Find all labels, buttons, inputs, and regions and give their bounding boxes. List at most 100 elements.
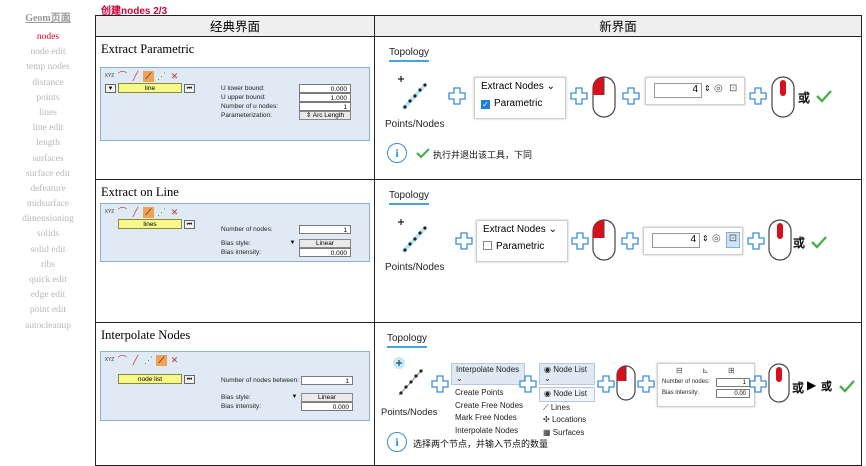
entity-selector[interactable]: lines xyxy=(118,219,182,229)
extract-nodes-dropdown[interactable]: Extract Nodes ⌄ xyxy=(477,221,567,238)
nodes-count-input[interactable]: 1 xyxy=(716,378,750,387)
nodes-between-input[interactable]: 1 xyxy=(301,376,353,385)
sidebar-item-quick-edit[interactable]: quick edit xyxy=(29,275,67,285)
parametric-checkbox[interactable]: ✓Parametric xyxy=(475,95,565,112)
points-nodes-icon[interactable] xyxy=(393,71,433,115)
number-of-nodes-input[interactable]: 1 xyxy=(299,225,351,234)
sidebar-item-solids[interactable]: solids xyxy=(36,229,60,240)
bias-intensity-input[interactable]: 0.00 xyxy=(716,389,750,398)
sidebar-item-node-edit[interactable]: node edit xyxy=(30,47,66,58)
line-tool-icon[interactable]: ⌒ xyxy=(117,355,127,365)
bias-intensity-input[interactable]: 0.000 xyxy=(301,402,353,411)
dropdown-arrow[interactable]: ▼ xyxy=(289,240,296,246)
interpolate-nodes-dropdown[interactable]: Interpolate Nodes ⌄ xyxy=(451,363,525,385)
checkbox-label: Parametric xyxy=(496,241,545,252)
menu-item-create-points[interactable]: Create Points xyxy=(455,388,504,397)
arc-tool-icon[interactable]: ╱ xyxy=(132,207,139,217)
sidebar-item-surface-edit[interactable]: surface edit xyxy=(25,168,71,179)
selector-header-label: Node List xyxy=(553,365,587,374)
sidebar-item-line-edit[interactable]: line edit xyxy=(32,123,64,134)
reset-icon[interactable]: ⏮ xyxy=(184,84,195,93)
entity-selector[interactable]: line xyxy=(118,83,182,93)
bias-intensity-input[interactable]: 0.000 xyxy=(299,248,351,257)
extract-nodes-dropdown[interactable]: Extract Nodes ⌄ xyxy=(475,78,565,95)
bias-linear-icon[interactable]: ⊟ xyxy=(676,366,683,375)
tab-topology[interactable]: Topology xyxy=(389,190,430,205)
selected-tool-icon[interactable]: ⟋ xyxy=(143,71,154,82)
parameterization-button[interactable]: ⇕ Arc Length xyxy=(299,111,351,120)
dropdown-arrow[interactable]: ▼ xyxy=(105,84,116,93)
options-icon[interactable]: ⊡ xyxy=(729,83,738,94)
dotted-line-icon[interactable]: ⋰ xyxy=(144,355,153,365)
points-nodes-icon[interactable] xyxy=(389,355,429,399)
bias-exp-icon[interactable]: ⊞ xyxy=(728,366,735,375)
sidebar-item-distance[interactable]: distance xyxy=(32,77,64,88)
sidebar-item-dimensioning[interactable]: dimensioning xyxy=(22,214,74,225)
run-icon[interactable]: ▶ xyxy=(807,378,817,392)
node-list-dropdown[interactable]: ◉ Node List ⌄ xyxy=(539,363,595,385)
checkbox-unchecked-icon xyxy=(483,241,492,250)
menu-item-create-free-nodes[interactable]: Create Free Nodes xyxy=(455,400,524,410)
menu-item-mark-free-nodes[interactable]: Mark Free Nodes xyxy=(455,413,517,422)
bias-style-button[interactable]: Linear xyxy=(299,239,351,248)
selector-item-lines[interactable]: ⟋ Lines xyxy=(543,402,570,412)
sidebar-item-length[interactable]: length xyxy=(36,138,60,149)
menu-item-interpolate-nodes[interactable]: Interpolate Nodes xyxy=(455,425,519,435)
bias-style-button[interactable]: Linear xyxy=(301,393,353,402)
node-count-input[interactable]: 4 xyxy=(652,233,700,248)
u-lower-input[interactable]: 0.000 xyxy=(299,84,351,93)
sidebar-item-points[interactable]: points xyxy=(36,92,60,103)
points-nodes-icon[interactable] xyxy=(393,214,433,258)
xyz-icon[interactable]: XYZ xyxy=(104,209,115,215)
delete-icon[interactable]: ✕ xyxy=(170,71,179,81)
sidebar-item-solid-edit[interactable]: solid edit xyxy=(30,244,66,255)
selected-tool-icon[interactable]: ⟋ xyxy=(143,207,154,218)
check-icon[interactable] xyxy=(815,89,833,103)
check-icon[interactable] xyxy=(810,235,828,249)
bias-icon[interactable]: ◎ xyxy=(714,83,723,94)
column-header-new: 新界面 xyxy=(374,15,862,37)
reset-icon[interactable]: ⏮ xyxy=(184,375,195,384)
tab-topology[interactable]: Topology xyxy=(389,47,430,62)
comparison-table: 经典界面 新界面 Extract Parametric XYZ ⌒ ╱ ⟋ ⋰ … xyxy=(95,15,862,466)
sidebar-item-lines[interactable]: lines xyxy=(39,107,57,118)
stepper-icon[interactable]: ⇕ xyxy=(702,234,709,243)
sidebar-item-nodes[interactable]: nodes xyxy=(36,32,60,42)
dotted-line-icon[interactable]: ⋰ xyxy=(157,207,166,217)
delete-icon[interactable]: ✕ xyxy=(170,207,179,217)
sidebar-item-temp-nodes[interactable]: temp nodes xyxy=(26,62,70,73)
selector-item-locations[interactable]: ✣ Locations xyxy=(543,415,587,424)
arc-tool-icon[interactable]: ╱ xyxy=(132,355,139,365)
line-tool-icon[interactable]: ⌒ xyxy=(117,207,127,217)
xyz-icon[interactable]: XYZ xyxy=(104,357,115,363)
sidebar-item-surfaces[interactable]: surfaces xyxy=(32,153,64,164)
selected-tool-icon[interactable]: ⟋ xyxy=(156,355,167,366)
line-tool-icon[interactable]: ⌒ xyxy=(117,71,127,81)
check-icon[interactable] xyxy=(838,379,856,393)
sidebar-item-autocleanup[interactable]: autocleanup xyxy=(25,320,71,331)
bias-curve-icon[interactable]: ⊾ xyxy=(702,366,709,375)
delete-icon[interactable]: ✕ xyxy=(170,355,179,365)
dotted-line-icon[interactable]: ⋰ xyxy=(157,71,166,81)
options-icon[interactable]: ⊡ xyxy=(726,232,740,248)
stepper-icon[interactable]: ⇕ xyxy=(704,84,711,93)
reset-icon[interactable]: ⏮ xyxy=(184,220,195,229)
xyz-icon[interactable]: XYZ xyxy=(104,73,115,79)
selector-item-surfaces[interactable]: ▦ Surfaces xyxy=(543,427,585,437)
sidebar-item-midsurface[interactable]: midsurface xyxy=(26,199,70,210)
sidebar-item-edge-edit[interactable]: edge edit xyxy=(30,290,66,301)
sidebar-item-defeature[interactable]: defeature xyxy=(30,183,66,194)
node-count-input[interactable]: 4 xyxy=(654,83,702,98)
sidebar-item-point-edit[interactable]: point edit xyxy=(29,305,67,316)
u-nodes-input[interactable]: 1 xyxy=(299,102,351,111)
bias-icon[interactable]: ◎ xyxy=(712,233,721,244)
dropdown-arrow[interactable]: ▼ xyxy=(291,394,298,400)
selector-item-node-list[interactable]: ◉ Node List xyxy=(539,387,595,402)
u-upper-input[interactable]: 1.000 xyxy=(299,93,351,102)
entity-selector[interactable]: node list xyxy=(118,374,182,384)
sidebar-title[interactable]: Geom页面 xyxy=(25,13,71,24)
arc-tool-icon[interactable]: ╱ xyxy=(132,71,139,81)
parametric-checkbox[interactable]: Parametric xyxy=(477,238,567,255)
sidebar-item-ribs[interactable]: ribs xyxy=(40,259,56,270)
tab-topology[interactable]: Topology xyxy=(387,333,428,348)
